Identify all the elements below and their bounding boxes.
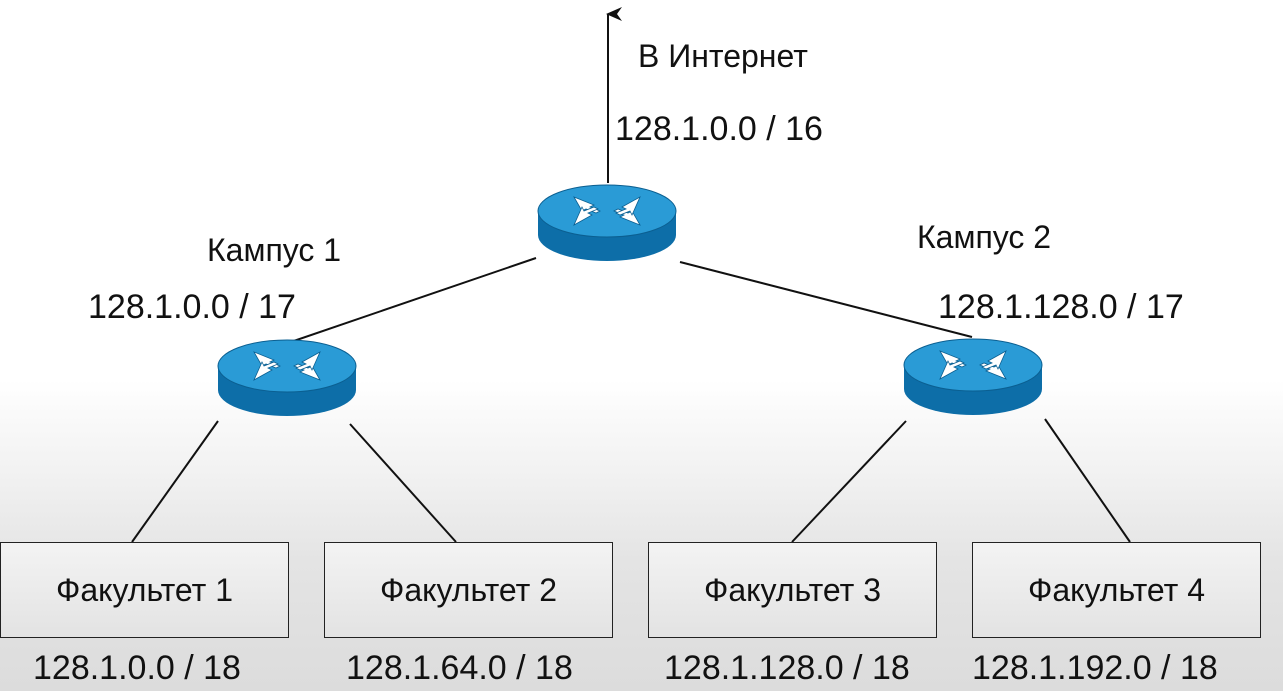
campus-1-network: 128.1.0.0 / 17 <box>88 288 296 326</box>
faculty-2-label: Факультет 2 <box>380 571 557 608</box>
internet-label: В Интернет <box>638 38 808 74</box>
campus-1-label: Кампус 1 <box>207 232 342 268</box>
faculty-3-box: Факультет 3 <box>648 542 937 638</box>
faculty-2-network: 128.1.64.0 / 18 <box>346 649 573 687</box>
faculty-3-label: Факультет 3 <box>704 571 881 608</box>
router-icon <box>903 338 1043 415</box>
campus-2-network: 128.1.128.0 / 17 <box>938 288 1184 326</box>
router-icon <box>217 339 357 416</box>
link-core-campus2 <box>679 261 973 338</box>
faculty-4-network: 128.1.192.0 / 18 <box>972 649 1218 687</box>
faculty-2-box: Факультет 2 <box>324 542 613 638</box>
faculty-1-network: 128.1.0.0 / 18 <box>33 649 241 687</box>
link-core-campus1 <box>281 257 537 346</box>
faculty-4-label: Факультет 4 <box>1028 571 1205 608</box>
router-icon <box>537 184 677 261</box>
faculty-3-network: 128.1.128.0 / 18 <box>664 649 910 687</box>
faculty-4-box: Факультет 4 <box>972 542 1261 638</box>
link-campus1-faculty2 <box>349 423 457 543</box>
faculty-1-label: Факультет 1 <box>56 571 233 608</box>
link-campus2-faculty4 <box>1044 418 1131 543</box>
link-campus2-faculty3 <box>791 420 907 543</box>
campus-2-label: Кампус 2 <box>917 219 1052 255</box>
link-campus1-faculty1 <box>131 420 219 543</box>
internet-network: 128.1.0.0 / 16 <box>615 110 823 148</box>
faculty-1-box: Факультет 1 <box>0 542 289 638</box>
